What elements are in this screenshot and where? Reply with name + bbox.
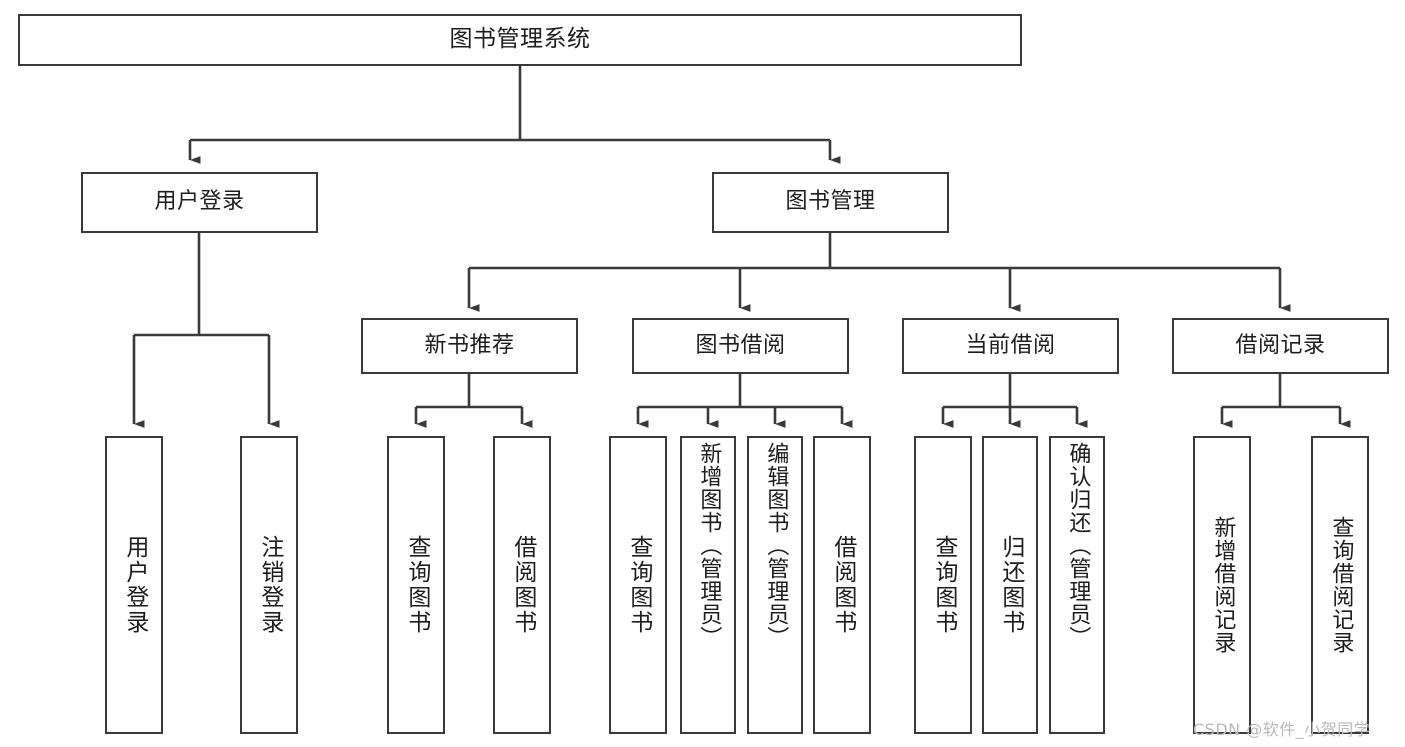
node-leaf-query-book-2[interactable]: 查询图书 — [609, 436, 667, 734]
csdn-watermark: CSDN @软件_小贺同学 — [1193, 720, 1371, 739]
node-user-login-label: 用户登录 — [154, 189, 245, 215]
node-leaf-add-record-label: 新增借阅记录 — [1210, 516, 1236, 654]
node-user-login[interactable]: 用户登录 — [81, 172, 318, 233]
node-leaf-logout-login[interactable]: 注销登录 — [240, 436, 298, 734]
node-leaf-borrow-book-1-label: 借阅图书 — [509, 535, 536, 635]
node-leaf-edit-book-label: 编辑图书（管理员） — [763, 442, 789, 649]
node-leaf-return-book-label: 归还图书 — [997, 535, 1024, 635]
node-leaf-query-record[interactable]: 查询借阅记录 — [1311, 436, 1369, 734]
node-leaf-edit-book[interactable]: 编辑图书（管理员） — [747, 436, 803, 734]
node-leaf-query-book-2-label: 查询图书 — [625, 535, 652, 635]
node-root-system-label: 图书管理系统 — [449, 26, 591, 53]
node-new-book-recommend[interactable]: 新书推荐 — [361, 318, 578, 374]
node-leaf-add-record[interactable]: 新增借阅记录 — [1193, 436, 1251, 734]
node-leaf-query-record-label: 查询借阅记录 — [1328, 516, 1354, 654]
node-book-manage-label: 图书管理 — [785, 189, 876, 215]
node-leaf-query-book-1[interactable]: 查询图书 — [387, 436, 445, 734]
node-borrow-record[interactable]: 借阅记录 — [1172, 318, 1389, 374]
node-leaf-borrow-book-2[interactable]: 借阅图书 — [813, 436, 871, 734]
node-book-borrow-label: 图书借阅 — [695, 332, 786, 358]
node-leaf-query-book-3-label: 查询图书 — [930, 535, 957, 635]
node-leaf-user-login[interactable]: 用户登录 — [105, 436, 163, 734]
node-leaf-query-book-1-label: 查询图书 — [403, 535, 430, 635]
node-leaf-borrow-book-1[interactable]: 借阅图书 — [493, 436, 551, 734]
node-leaf-add-book[interactable]: 新增图书（管理员） — [680, 436, 736, 734]
node-leaf-logout-login-label: 注销登录 — [256, 535, 283, 635]
node-book-manage[interactable]: 图书管理 — [712, 172, 949, 233]
node-root-system[interactable]: 图书管理系统 — [18, 14, 1022, 66]
node-leaf-return-book[interactable]: 归还图书 — [982, 436, 1038, 734]
node-leaf-query-book-3[interactable]: 查询图书 — [914, 436, 972, 734]
node-leaf-add-book-label: 新增图书（管理员） — [696, 442, 722, 649]
node-leaf-borrow-book-2-label: 借阅图书 — [829, 535, 856, 635]
node-book-borrow[interactable]: 图书借阅 — [632, 318, 849, 374]
node-current-borrow-label: 当前借阅 — [965, 332, 1056, 358]
node-leaf-confirm-return-label: 确认归还（管理员） — [1065, 442, 1091, 649]
node-new-book-recommend-label: 新书推荐 — [424, 332, 515, 358]
node-current-borrow[interactable]: 当前借阅 — [902, 318, 1119, 374]
node-borrow-record-label: 借阅记录 — [1235, 332, 1326, 358]
node-leaf-user-login-label: 用户登录 — [121, 535, 148, 635]
node-leaf-confirm-return[interactable]: 确认归还（管理员） — [1049, 436, 1105, 734]
